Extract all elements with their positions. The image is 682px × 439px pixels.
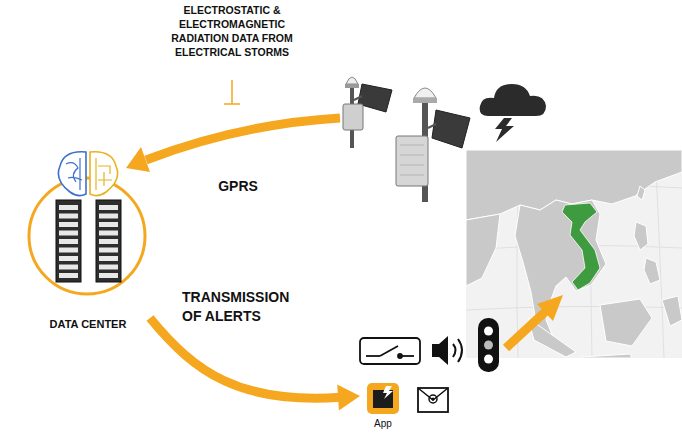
vietnam [562, 203, 600, 290]
speaker-icon [432, 336, 462, 365]
node-label: App [360, 418, 406, 429]
alert-connector [150, 318, 360, 410]
data-note: ELECTROSTATIC & ELECTROMAGNETIC RADIATIO… [168, 3, 296, 59]
app-icon [362, 382, 404, 416]
node-label: DATA CENTER [24, 318, 152, 330]
data-center-icon [26, 150, 150, 318]
alert-arrow [506, 295, 563, 348]
link-label: GPRS [208, 178, 268, 194]
app-node: App [362, 382, 404, 432]
leader-line [224, 80, 240, 104]
email-icon [418, 388, 448, 412]
edge-label: TRANSMISSION OF ALERTS [182, 288, 304, 326]
traffic-light-icon [478, 318, 499, 372]
data-center-node: DATA CENTER [26, 150, 150, 334]
relay-icon [360, 338, 420, 364]
storm-cloud [480, 84, 546, 142]
sensor-station [343, 77, 470, 202]
gprs-arrow [126, 118, 340, 172]
